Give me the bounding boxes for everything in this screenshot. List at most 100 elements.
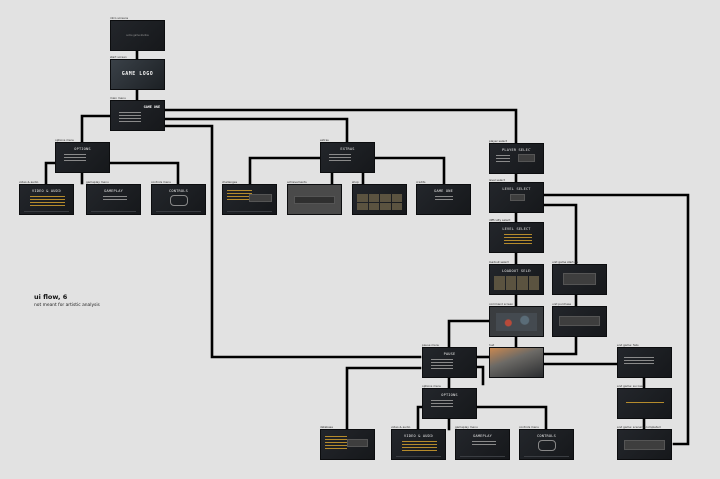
gamepad-icon	[170, 195, 188, 206]
options-header: OPTIONS	[74, 147, 91, 151]
player-panel	[518, 154, 535, 162]
screen-main-menu[interactable]: GAME ONE	[110, 100, 165, 131]
fail-rows	[624, 357, 654, 366]
screen-controls[interactable]: CONTROLS	[151, 184, 206, 215]
screen-database[interactable]	[320, 429, 375, 460]
connector	[164, 124, 422, 359]
caption-gameplay-pause: gameplay menu	[455, 425, 478, 429]
caption-start: start screen	[110, 55, 127, 59]
caption-hud: hud	[489, 343, 495, 347]
extras-header: EXTRAS	[340, 147, 355, 151]
screen-extras[interactable]: EXTRAS	[320, 142, 375, 173]
database-panel	[347, 439, 368, 447]
menu-rows	[103, 196, 127, 202]
screen-end-completed[interactable]	[617, 429, 672, 460]
unit-purchase-panel	[559, 316, 600, 326]
connector	[164, 108, 518, 144]
caption-achievements: achievements	[287, 180, 307, 184]
screen-gameplay[interactable]: GAMEPLAY	[86, 184, 141, 215]
start-logo: GAME LOGO	[121, 71, 154, 77]
screen-end-success[interactable]	[617, 388, 672, 419]
caption-end-fail: end game: fails	[617, 343, 639, 347]
caption-level-select: level select	[489, 178, 505, 182]
caption-pause: pause menu	[422, 343, 440, 347]
caption-controls-pause: controls menu	[519, 425, 540, 429]
shop-grid	[357, 194, 402, 210]
credits-header: GAME ONE	[434, 189, 453, 193]
connector	[108, 161, 180, 185]
player-rows	[496, 155, 510, 164]
database-list	[325, 436, 347, 451]
challenge-panel	[249, 194, 272, 202]
connector	[542, 336, 578, 356]
connector	[475, 365, 485, 386]
loadout-header: LOADOUT SELECT	[502, 269, 531, 273]
caption-video-audio-pause: video & audio	[391, 425, 411, 429]
screen-challenges[interactable]	[222, 184, 277, 215]
screen-shop[interactable]	[352, 184, 407, 215]
screen-difficulty[interactable]: LEVEL SELECT	[489, 222, 544, 253]
success-bar	[626, 402, 664, 405]
screen-credits[interactable]: GAME ONE	[416, 184, 471, 215]
connector	[374, 156, 446, 185]
challenge-list	[227, 190, 252, 202]
caption-end-success: end game: success	[617, 384, 644, 388]
screen-player-select[interactable]: PLAYER SELECT	[489, 143, 544, 174]
main-menu-title: GAME ONE	[143, 105, 160, 109]
connector	[248, 156, 322, 185]
connector	[44, 161, 57, 185]
caption-player-select: player select	[489, 139, 507, 143]
connector	[475, 405, 548, 431]
completed-panel	[624, 440, 665, 450]
connector	[447, 319, 491, 351]
caption-controls: controls menu	[151, 180, 172, 184]
difficulty-header: LEVEL SELECT	[502, 227, 531, 231]
screen-options-main[interactable]: OPTIONS	[55, 142, 110, 173]
screen-options-pause[interactable]: OPTIONS	[422, 388, 477, 419]
loadout-grid	[494, 276, 539, 290]
caption-options-main: options menu	[55, 138, 75, 142]
caption-intro: intro screens	[110, 16, 129, 20]
menu-rows	[329, 154, 351, 163]
note-subtitle: not meant for artistic analysis	[34, 303, 100, 308]
gamepad-icon	[538, 440, 556, 451]
caption-unit-game-start: unit game start-up	[552, 260, 579, 264]
screen-gameplay-pause[interactable]: GAMEPLAY	[455, 429, 510, 460]
screen-achievements[interactable]	[287, 184, 342, 215]
achievement-panel	[294, 196, 335, 204]
intro-body: some game studios	[126, 34, 149, 37]
screen-start[interactable]: GAME LOGO	[110, 59, 165, 90]
screen-pause[interactable]: PAUSE	[422, 347, 477, 378]
screen-unit-purchase[interactable]	[552, 306, 607, 337]
menu-rows	[472, 441, 496, 447]
screen-end-fail[interactable]	[617, 347, 672, 378]
connector	[541, 193, 690, 446]
command-map	[496, 313, 537, 331]
controls-header: CONTROLS	[169, 189, 188, 193]
screen-video-audio[interactable]: VIDEO & AUDIO	[19, 184, 74, 215]
connector	[164, 117, 349, 144]
screen-hud[interactable]	[489, 347, 544, 378]
screen-intro[interactable]: some game studios	[110, 20, 165, 51]
screen-unit-game-start[interactable]	[552, 264, 607, 295]
caption-end-completed: end game: scenario completed	[617, 425, 661, 429]
menu-rows	[119, 112, 141, 124]
options-pause-header: OPTIONS	[441, 393, 458, 397]
level-panel	[510, 194, 525, 201]
caption-video-audio: video & audio	[19, 180, 39, 184]
caption-credits: credits	[416, 180, 426, 184]
caption-loadout: loadout select	[489, 260, 509, 264]
caption-challenges: challenges	[222, 180, 238, 184]
screen-controls-pause[interactable]: CONTROLS	[519, 429, 574, 460]
screen-video-audio-pause[interactable]: VIDEO & AUDIO	[391, 429, 446, 460]
connector	[541, 203, 578, 265]
controls-pause-header: CONTROLS	[537, 434, 556, 438]
slider-bars	[30, 196, 65, 208]
screen-level-select[interactable]: LEVEL SELECT	[489, 182, 544, 213]
connector	[80, 114, 112, 143]
menu-rows	[431, 359, 453, 371]
slider-bars	[402, 441, 437, 453]
screen-command[interactable]	[489, 306, 544, 337]
screen-loadout[interactable]: LOADOUT SELECT	[489, 264, 544, 295]
